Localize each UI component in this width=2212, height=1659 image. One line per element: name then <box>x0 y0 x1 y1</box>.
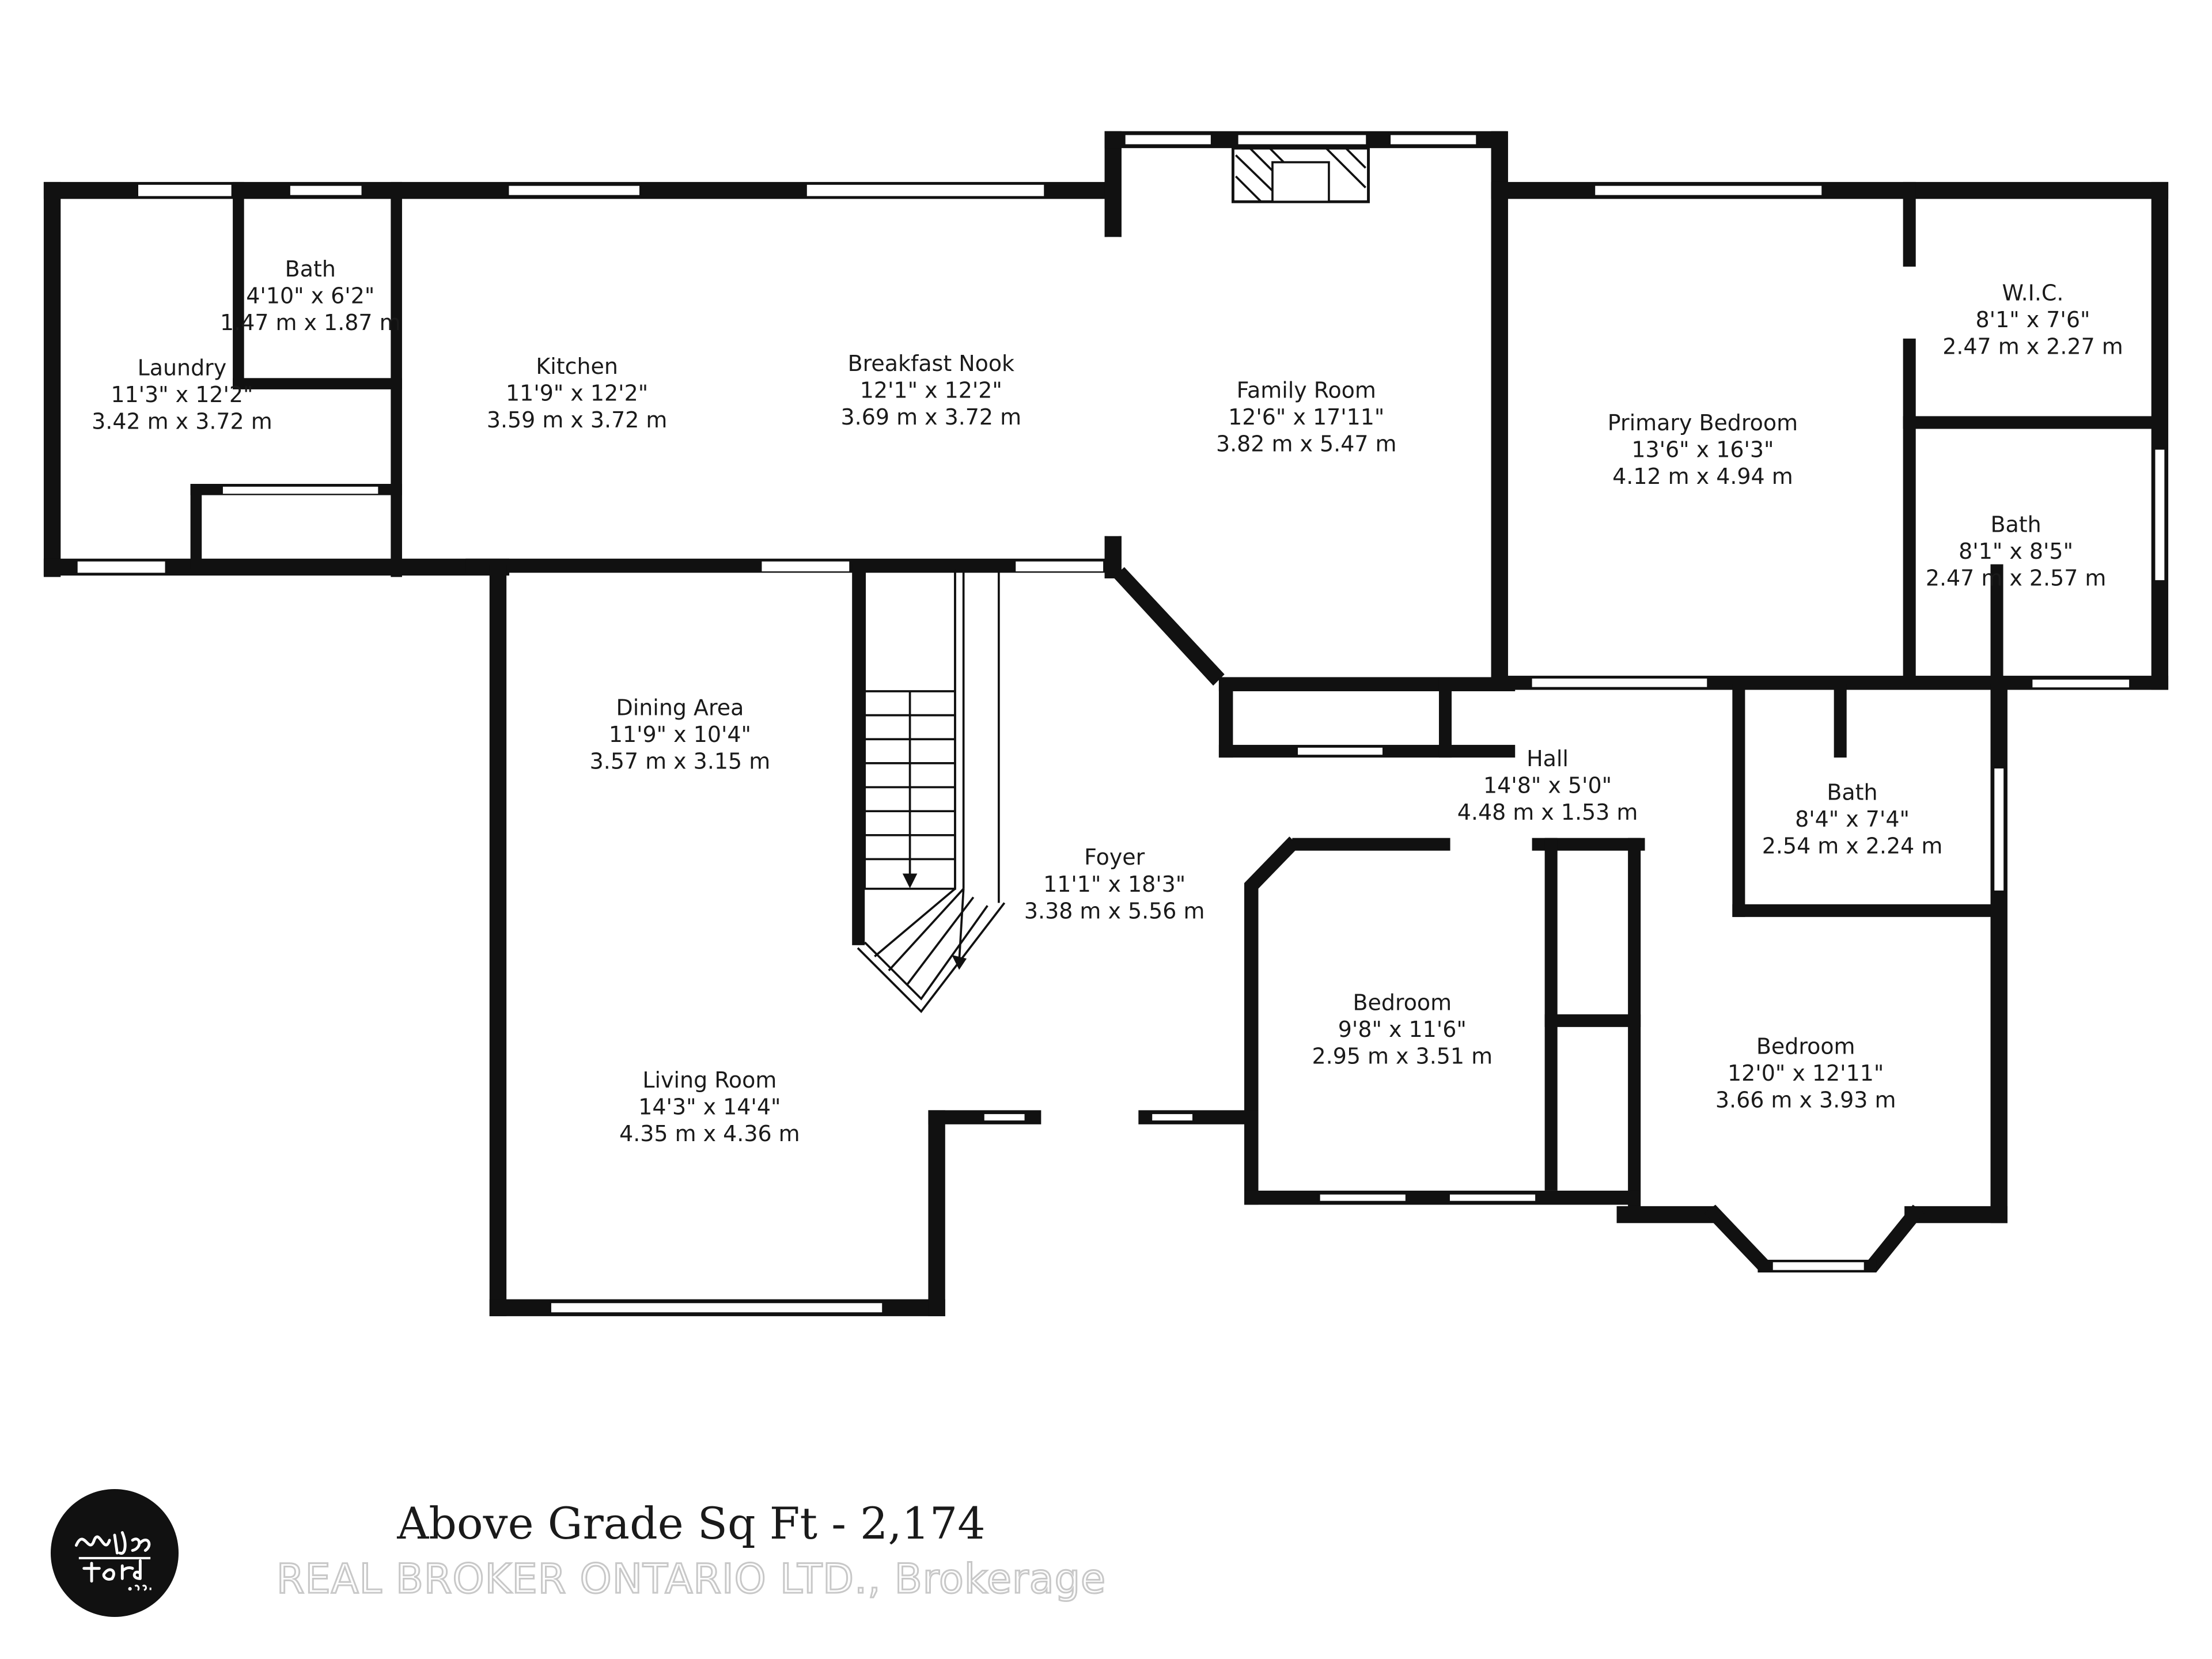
room-metric: 2.47 m x 2.27 m <box>1942 334 2123 359</box>
room-imperial: 14'3" x 14'4" <box>638 1094 781 1120</box>
room-imperial: 9'8" x 11'6" <box>1338 1017 1467 1042</box>
room-name: Dining Area <box>616 695 744 721</box>
room-imperial: 8'1" x 7'6" <box>1976 307 2090 332</box>
room-metric: 3.42 m x 3.72 m <box>92 408 272 434</box>
room-name: Kitchen <box>536 354 618 379</box>
room-imperial: 11'3" x 12'2" <box>111 382 253 407</box>
room-imperial: 12'0" x 12'11" <box>1728 1060 1884 1086</box>
room-imperial: 12'1" x 12'2" <box>860 378 1002 403</box>
room-metric: 2.95 m x 3.51 m <box>1312 1044 1493 1069</box>
room-metric: 2.47 m x 2.57 m <box>1926 565 2107 590</box>
room-name: Bath <box>285 256 336 282</box>
room-metric: 3.38 m x 5.56 m <box>1024 898 1205 923</box>
room-metric: 1.47 m x 1.87 m <box>220 310 401 335</box>
room-name: Foyer <box>1084 844 1145 870</box>
room-imperial: 11'1" x 18'3" <box>1043 872 1185 897</box>
walls <box>43 131 2169 1316</box>
room-metric: 3.57 m x 3.15 m <box>590 749 771 774</box>
above-grade-sqft: Above Grade Sq Ft - 2,174 <box>397 1498 986 1549</box>
room-name: Bedroom <box>1756 1033 1855 1059</box>
room-imperial: 8'1" x 8'5" <box>1959 539 2073 564</box>
room-metric: 3.69 m x 3.72 m <box>841 404 1022 430</box>
room-imperial: 11'9" x 10'4" <box>609 722 751 747</box>
room-metric: 2.54 m x 2.24 m <box>1762 834 1943 859</box>
room-name: Living Room <box>642 1067 777 1093</box>
room-name: Hall <box>1527 746 1569 771</box>
room-metric: 3.66 m x 3.93 m <box>1715 1087 1896 1112</box>
room-name: Breakfast Nook <box>848 351 1014 376</box>
windows <box>77 132 2167 1315</box>
room-metric: 3.59 m x 3.72 m <box>487 407 668 433</box>
room-metric: 3.82 m x 5.47 m <box>1216 431 1397 457</box>
room-imperial: 12'6" x 17'11" <box>1228 404 1384 430</box>
room-name: Primary Bedroom <box>1608 410 1798 435</box>
room-name: Laundry <box>138 355 227 380</box>
room-metric: 4.48 m x 1.53 m <box>1457 800 1638 825</box>
brokerage-watermark: REAL BROKER ONTARIO LTD., Brokerage <box>275 1555 1107 1604</box>
fireplace <box>1231 146 1370 203</box>
room-name: Bath <box>1827 780 1877 805</box>
room-name: Bath <box>1990 512 2041 537</box>
wylie-ford-logo <box>51 1489 179 1617</box>
room-metric: 4.12 m x 4.94 m <box>1612 464 1793 489</box>
room-name: W.I.C. <box>2002 281 2063 306</box>
room-imperial: 8'4" x 7'4" <box>1795 806 1910 832</box>
room-name: Bedroom <box>1353 990 1452 1015</box>
room-imperial: 4'10" x 6'2" <box>246 283 374 309</box>
room-label-w-i-c: W.I.C.8'1" x 7'6"2.47 m x 2.27 m <box>1942 281 2123 359</box>
room-imperial: 11'9" x 12'2" <box>506 381 648 406</box>
room-imperial: 14'8" x 5'0" <box>1483 772 1612 798</box>
staircase <box>857 569 1006 1013</box>
room-name: Family Room <box>1237 378 1376 403</box>
room-metric: 4.35 m x 4.36 m <box>619 1121 800 1146</box>
room-imperial: 13'6" x 16'3" <box>1631 437 1774 462</box>
